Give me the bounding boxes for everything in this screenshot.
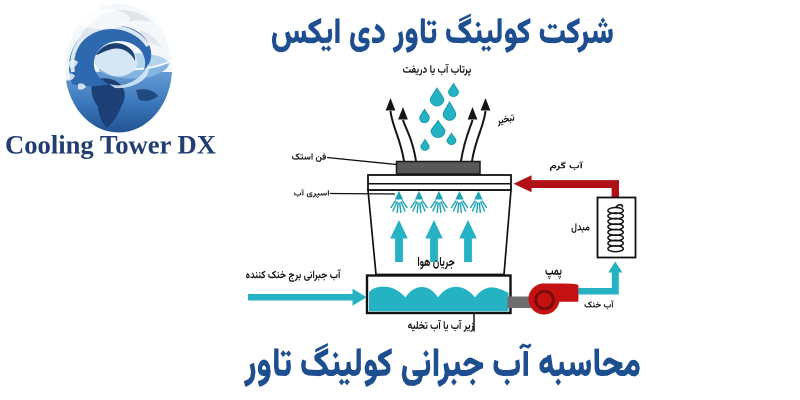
svg-text:Cooling Tower DX: Cooling Tower DX xyxy=(5,130,216,160)
